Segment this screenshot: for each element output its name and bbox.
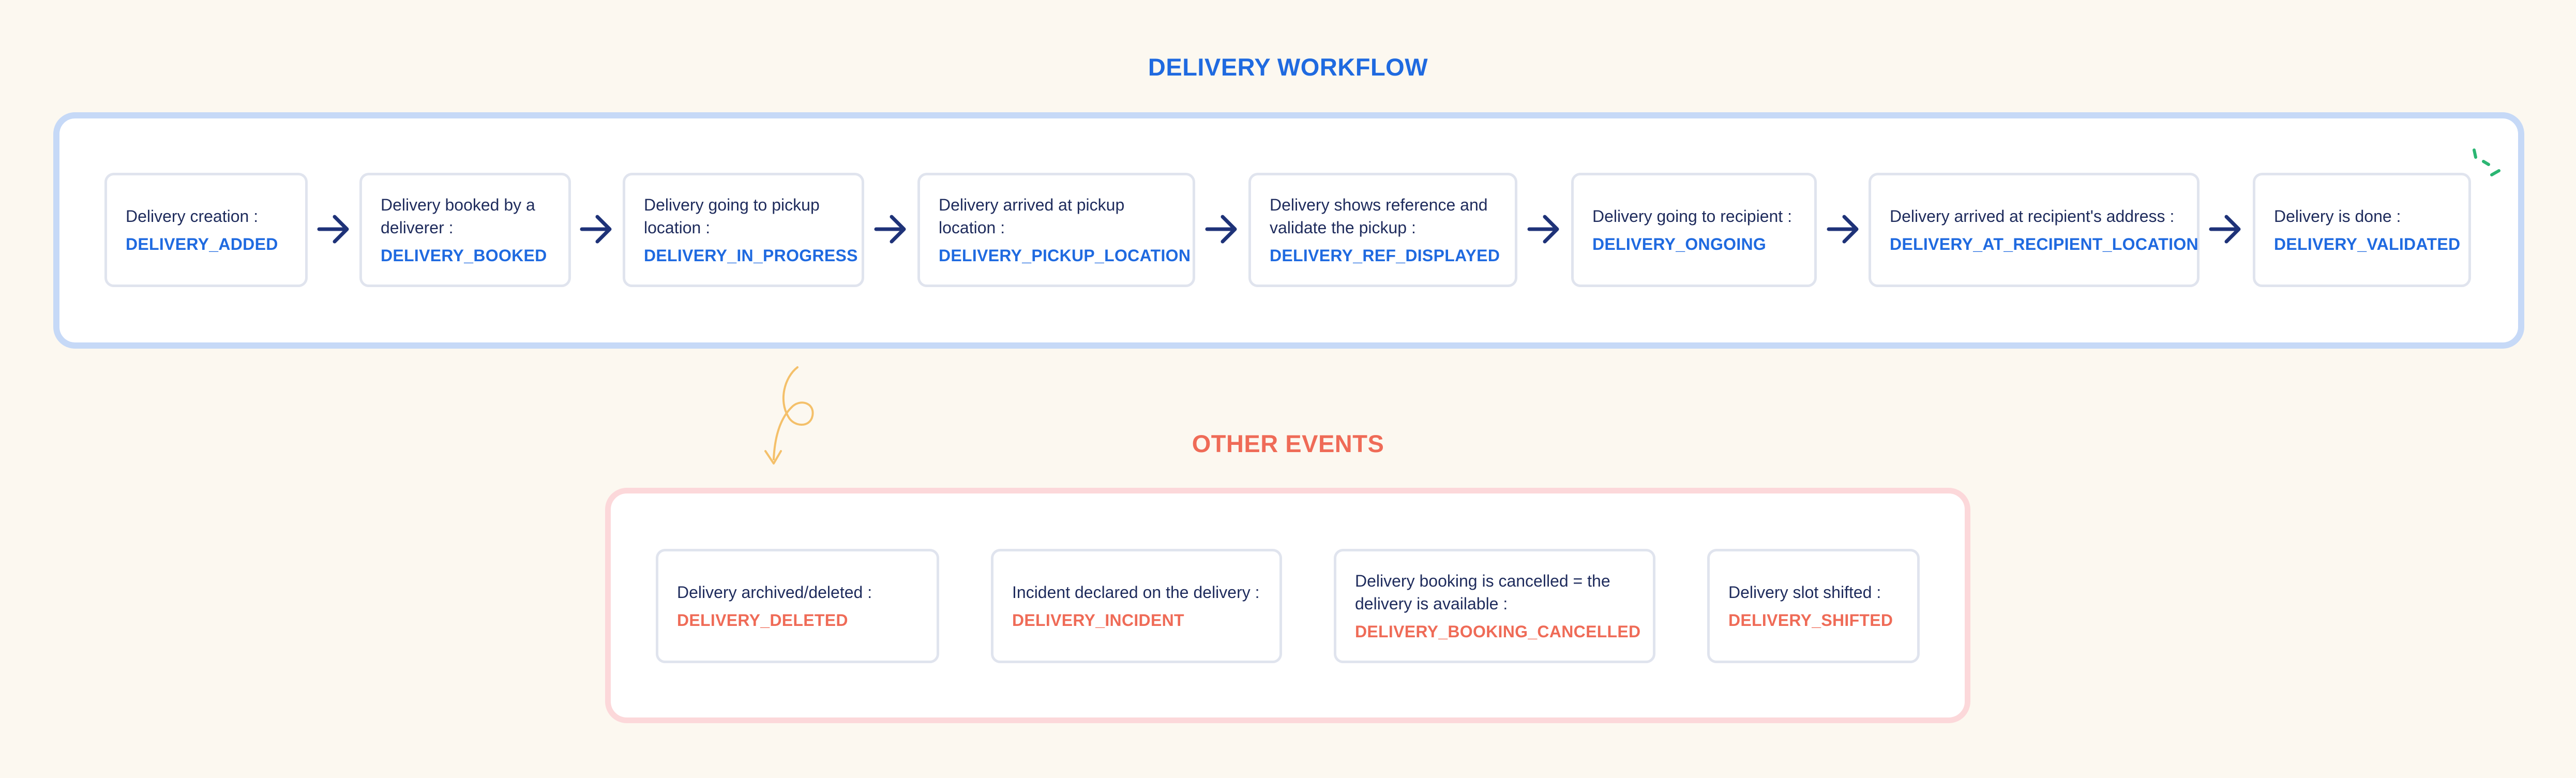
arrow-right-icon [1827,214,1861,245]
step-code: DELIVERY_IN_PROGRESS [644,244,843,267]
step-description: Delivery booked by a deliverer : [381,193,550,239]
event-code: DELIVERY_INCIDENT [1012,609,1261,632]
workflow-step-at-recipient-location: Delivery arrived at recipient's address … [1869,173,2200,287]
step-code: DELIVERY_AT_RECIPIENT_LOCATION [1890,233,2178,256]
workflow-step-booked: Delivery booked by a deliverer : DELIVER… [359,173,571,287]
event-deleted: Delivery archived/deleted : DELIVERY_DEL… [656,549,939,663]
workflow-step-pickup-location: Delivery arrived at pickup location : DE… [917,173,1195,287]
step-description: Delivery shows reference and validate th… [1270,193,1496,239]
event-shifted: Delivery slot shifted : DELIVERY_SHIFTED [1707,549,1920,663]
event-code: DELIVERY_DELETED [677,609,918,632]
event-booking-cancelled: Delivery booking is cancelled = the deli… [1334,549,1655,663]
step-description: Delivery is done : [2274,205,2450,228]
workflow-step-ref-displayed: Delivery shows reference and validate th… [1248,173,1517,287]
arrow-right-icon [1527,214,1561,245]
arrow-right-icon [874,214,908,245]
event-description: Incident declared on the delivery : [1012,581,1261,604]
other-events-title: OTHER EVENTS [0,429,2576,458]
workflow-step-validated: Delivery is done : DELIVERY_VALIDATED [2253,173,2471,287]
event-description: Delivery slot shifted : [1728,581,1899,604]
workflow-step-in-progress: Delivery going to pickup location : DELI… [623,173,864,287]
arrow-right-icon [580,214,614,245]
arrow-right-icon [2209,214,2243,245]
step-description: Delivery going to pickup location : [644,193,843,239]
workflow-step-added: Delivery creation : DELIVERY_ADDED [104,173,308,287]
step-description: Delivery arrived at recipient's address … [1890,205,2178,228]
step-description: Delivery arrived at pickup location : [939,193,1174,239]
step-description: Delivery creation : [126,205,287,228]
workflow-title: DELIVERY WORKFLOW [0,53,2576,81]
step-code: DELIVERY_ADDED [126,233,287,256]
event-description: Delivery archived/deleted : [677,581,918,604]
step-code: DELIVERY_REF_DISPLAYED [1270,244,1496,267]
workflow-step-ongoing: Delivery going to recipient : DELIVERY_O… [1571,173,1817,287]
event-description: Delivery booking is cancelled = the deli… [1355,570,1634,615]
sparkle-icon [2467,145,2503,181]
event-code: DELIVERY_SHIFTED [1728,609,1899,632]
step-code: DELIVERY_ONGOING [1592,233,1796,256]
event-code: DELIVERY_BOOKING_CANCELLED [1355,620,1634,643]
arrow-right-icon [317,214,351,245]
step-code: DELIVERY_PICKUP_LOCATION [939,244,1174,267]
arrow-right-icon [1205,214,1239,245]
step-description: Delivery going to recipient : [1592,205,1796,228]
step-code: DELIVERY_VALIDATED [2274,233,2450,256]
step-code: DELIVERY_BOOKED [381,244,550,267]
event-incident: Incident declared on the delivery : DELI… [991,549,1282,663]
